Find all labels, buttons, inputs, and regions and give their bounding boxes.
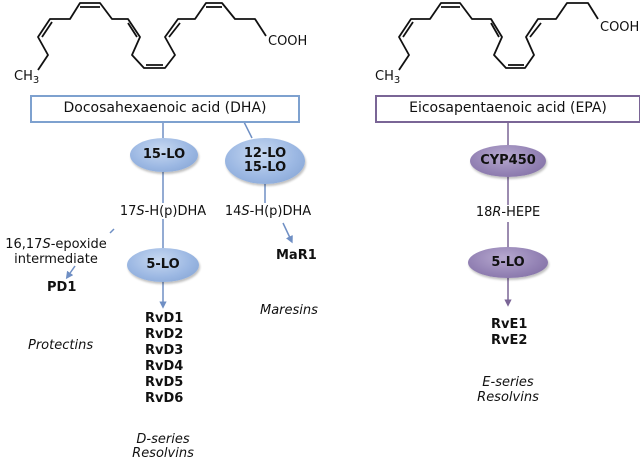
epa-double-bond-3 — [490, 22, 500, 38]
intermediate-18r-hepe: 18R-HEPE — [476, 205, 540, 220]
class-label-maresins: Maresins — [260, 303, 318, 318]
epa-acid-label: COOH — [600, 20, 640, 35]
intermediate-17s-suffix: -H(p)DHA — [144, 204, 207, 219]
class-label-protectins: Protectins — [28, 338, 94, 353]
dha-source-box: Docosahexaenoic acid (DHA) — [30, 95, 300, 123]
intermediate-17s-prefix: 17 — [119, 204, 137, 219]
intermediate-14s-suffix: -H(p)DHA — [249, 204, 312, 219]
epa-methyl-subscript: 3 — [393, 75, 401, 86]
epa-methyl-text: CH — [375, 69, 394, 84]
intermediate-18r-suffix: -HEPE — [501, 205, 541, 220]
class-label-d-series-line1: D-series — [136, 432, 190, 447]
product-pd1: PD1 — [47, 280, 77, 295]
enzyme-5-lo-epa: 5-LO — [468, 247, 548, 278]
intermediate-17s-hpdha: 17S-H(p)DHA — [120, 204, 206, 219]
product-rvd3: RvD3 — [145, 343, 184, 358]
d-series-product-list: RvD1 RvD2 RvD3 RvD4 RvD5 RvD6 — [145, 311, 183, 407]
dha-methyl-text: CH — [14, 69, 33, 84]
product-rvd1: RvD1 — [145, 311, 184, 326]
product-rvd6: RvD6 — [145, 391, 184, 406]
intermediate-14s-hpdha: 14S-H(p)DHA — [225, 204, 311, 219]
product-mar1: MaR1 — [276, 248, 317, 263]
e-series-product-list: RvE1 RvE2 — [491, 317, 527, 349]
epoxide-suffix: -epoxide — [50, 237, 107, 252]
epa-carbon-chain — [398, 2, 599, 71]
dha-acid-label: COOH — [268, 34, 308, 49]
intermediate-18r-prefix: 18 — [475, 205, 493, 220]
dha-double-bond-3 — [127, 22, 138, 38]
intermediate-14s-prefix: 14 — [224, 204, 242, 219]
enzyme-12-lo-label: 12-LO — [243, 146, 287, 161]
intermediate-18r-stereo: R — [492, 205, 502, 220]
enzyme-15-lo-label: 15-LO — [243, 160, 287, 175]
arrow-epoxide-to-pd1 — [65, 265, 76, 280]
epoxide-prefix: 16,17 — [5, 237, 43, 252]
class-label-e-series-line2: Resolvins — [477, 390, 539, 405]
product-rvd5: RvD5 — [145, 375, 184, 390]
dha-carbon-chain — [37, 2, 267, 71]
connector-dha-to-12lo — [242, 119, 253, 139]
epoxide-intermediate-line1: 16,17S-epoxide — [5, 237, 107, 252]
dha-connectors — [65, 119, 293, 309]
intermediate-17s-stereo: S — [136, 204, 145, 219]
epa-double-bond-1 — [402, 21, 414, 38]
enzyme-5-lo-dha: 5-LO — [127, 248, 199, 282]
dha-double-bond-5 — [168, 22, 181, 38]
class-label-e-series-line1: E-series — [482, 375, 534, 390]
dha-double-bond-1 — [41, 21, 53, 38]
class-label-d-series-line2: Resolvins — [132, 446, 194, 461]
dha-methyl-label: CH3 — [14, 69, 39, 88]
dha-structure — [37, 2, 267, 71]
intermediate-14s-stereo: S — [241, 204, 250, 219]
epa-double-bond-5 — [529, 22, 542, 38]
enzyme-15-lo: 15-LO — [130, 138, 198, 172]
product-rvd2: RvD2 — [145, 327, 184, 342]
enzyme-cyp450: CYP450 — [470, 145, 546, 177]
arrow-14s-to-mar1 — [282, 222, 293, 244]
enzyme-12-lo-15-lo: 12-LO 15-LO — [225, 138, 305, 184]
dha-methyl-subscript: 3 — [32, 75, 40, 86]
epa-source-box: Eicosapentaenoic acid (EPA) — [375, 95, 640, 123]
epoxide-stereo: S — [42, 237, 51, 252]
epa-methyl-label: CH3 — [375, 69, 400, 88]
product-rve1: RvE1 — [491, 317, 528, 332]
product-rve2: RvE2 — [491, 333, 528, 348]
epa-structure — [398, 2, 599, 71]
product-rvd4: RvD4 — [145, 359, 184, 374]
epoxide-intermediate-line2: intermediate — [14, 252, 98, 267]
arrow-17s-to-epoxide — [109, 228, 115, 234]
